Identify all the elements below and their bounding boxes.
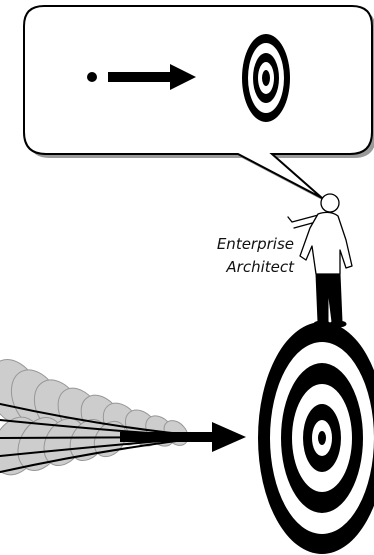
small-bullseye-icon [242, 34, 290, 122]
stick-figure-icon [287, 193, 353, 328]
speech-bubble-icon [23, 5, 374, 202]
role-label-line2: Architect [226, 258, 294, 276]
role-label: Enterprise Architect [217, 233, 294, 279]
converging-arrows-icon [0, 403, 246, 473]
role-label-line1: Enterprise [216, 235, 294, 253]
ghost-arrows-icon [0, 359, 189, 476]
dot-dash-arrow-icon [87, 64, 196, 90]
big-bullseye-icon [258, 322, 374, 554]
